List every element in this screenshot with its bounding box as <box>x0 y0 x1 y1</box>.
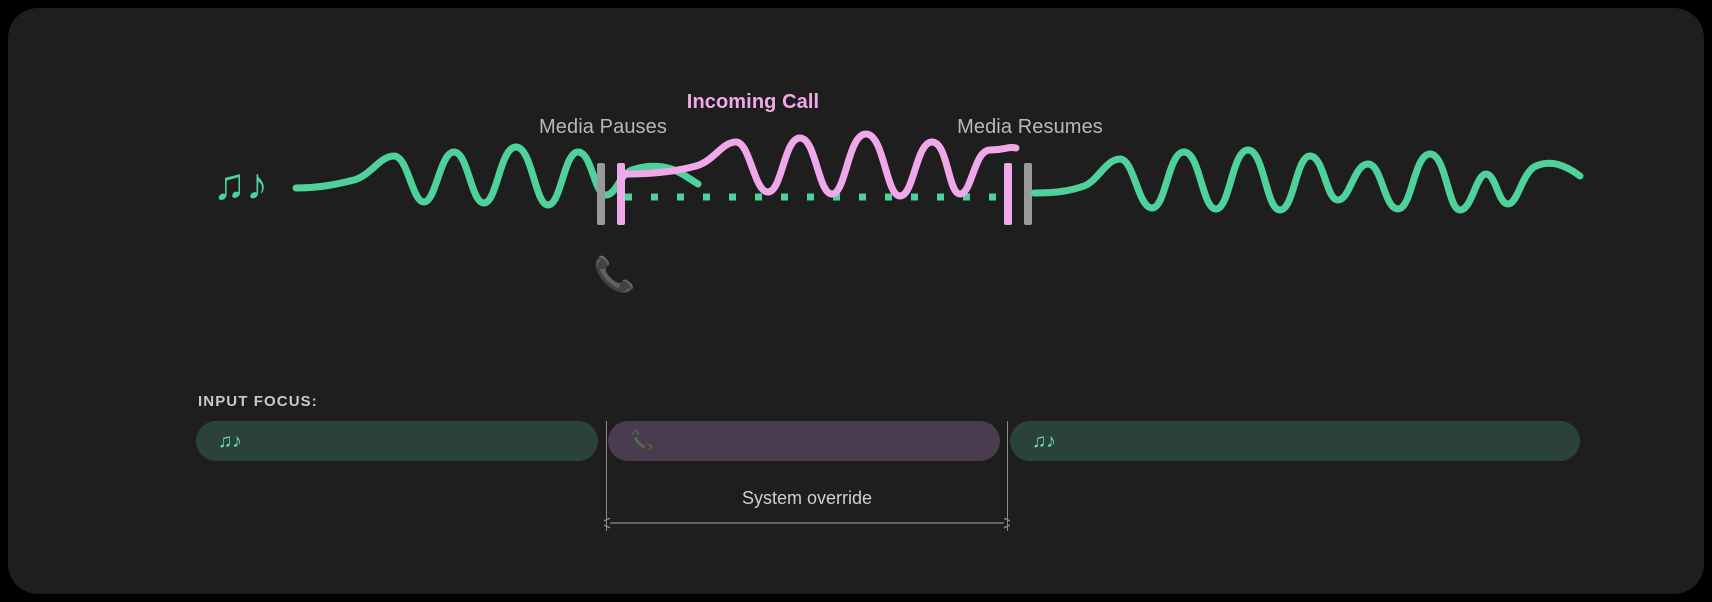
label-media-resumes: Media Resumes <box>957 116 1103 138</box>
waveform-chart <box>292 130 1584 225</box>
diagram-canvas: Media Pauses Incoming Call Media Resumes… <box>8 8 1704 594</box>
system-override-label: System override <box>741 488 873 508</box>
override-guide-left <box>606 421 607 531</box>
focus-bar-media-before[interactable]: ♫♪ <box>196 421 598 461</box>
focus-bar-call[interactable]: 📞 <box>608 421 1000 461</box>
phone-icon: 📞 <box>593 256 636 294</box>
wave-call <box>622 130 1020 200</box>
label-incoming-call: Incoming Call <box>686 91 820 113</box>
music-notes-icon: ♫♪ <box>213 160 268 209</box>
marker-call-end-pink <box>1004 163 1012 225</box>
marker-call-start-pink <box>617 163 625 225</box>
marker-resume-gray <box>1024 163 1032 225</box>
override-span-arrow <box>604 513 1010 533</box>
music-notes-icon: ♫♪ <box>218 430 242 452</box>
phone-icon: 📞 <box>630 430 654 452</box>
override-guide-right <box>1007 421 1008 531</box>
input-focus-heading: INPUT FOCUS: <box>198 393 318 410</box>
music-notes-icon: ♫♪ <box>1032 430 1056 452</box>
label-media-pauses: Media Pauses <box>539 116 667 138</box>
wave-media-after <box>1030 146 1584 214</box>
focus-bar-media-after[interactable]: ♫♪ <box>1010 421 1580 461</box>
marker-pause-gray <box>597 163 605 225</box>
